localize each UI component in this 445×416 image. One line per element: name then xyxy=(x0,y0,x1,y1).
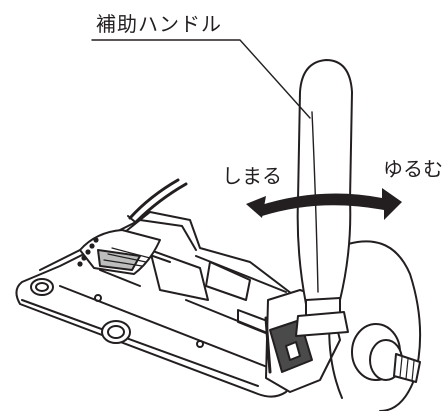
screw xyxy=(94,294,102,302)
rotation-arrow xyxy=(246,188,402,220)
tighten-label: しまる xyxy=(222,164,282,188)
auxiliary-handle xyxy=(295,59,353,337)
rear-grip xyxy=(77,229,161,275)
power-switch xyxy=(30,278,54,296)
side-knob xyxy=(101,320,131,344)
arbor-nut xyxy=(351,323,421,383)
screw xyxy=(196,340,204,348)
label-leader-line xyxy=(91,39,311,119)
loosen-label: ゆるむ xyxy=(383,157,443,181)
handle-label: 補助ハンドル xyxy=(96,12,222,36)
